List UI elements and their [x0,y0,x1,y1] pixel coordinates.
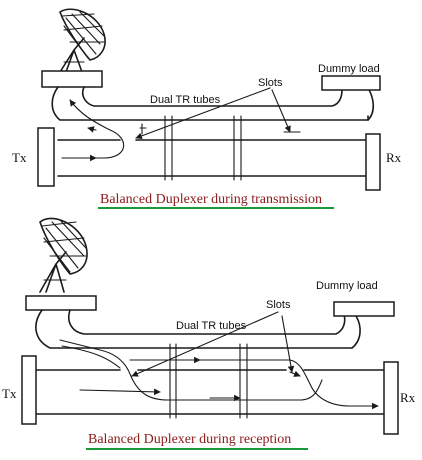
lower-waveguide [57,139,367,177]
rx-label: Rx [400,390,416,405]
rx-flange [365,133,381,191]
antenna-flange [41,70,103,88]
dummy-load-flange [333,301,395,317]
dual-tr-tubes-label: Dual TR tubes [150,94,221,106]
transmission-panel: Tx Rx Dual TR tubes Slots Dummy load Bal… [12,8,402,209]
dummy-load-label: Dummy load [316,280,378,292]
slots-label: Slots [266,299,291,311]
rx-flange [383,361,399,435]
dummy-load-flange [321,75,381,91]
rx-label: Rx [386,150,402,165]
tx-flange [21,355,37,425]
dish-antenna-icon [39,217,88,293]
tx-label: Tx [12,150,27,165]
caption-transmission: Balanced Duplexer during transmission [100,192,322,207]
reception-panel: Tx Rx Dual TR tubes Slots Dummy load Bal… [2,217,416,450]
dummy-load-label: Dummy load [318,63,380,75]
caption-reception: Balanced Duplexer during reception [88,432,291,447]
antenna-flange [25,295,97,311]
upper-waveguide [51,86,369,121]
dish-antenna-icon [59,8,106,73]
rx-flow-upper [59,339,323,401]
slots-label: Slots [258,77,283,89]
dual-tr-tubes-label: Dual TR tubes [176,320,247,332]
tr-tube-2 [239,343,248,419]
tr-tube-1 [169,343,177,419]
tr-tube-2 [233,115,242,181]
tx-flange [37,127,55,187]
tx-label: Tx [2,386,17,401]
tx-flow-arrow [61,99,125,159]
